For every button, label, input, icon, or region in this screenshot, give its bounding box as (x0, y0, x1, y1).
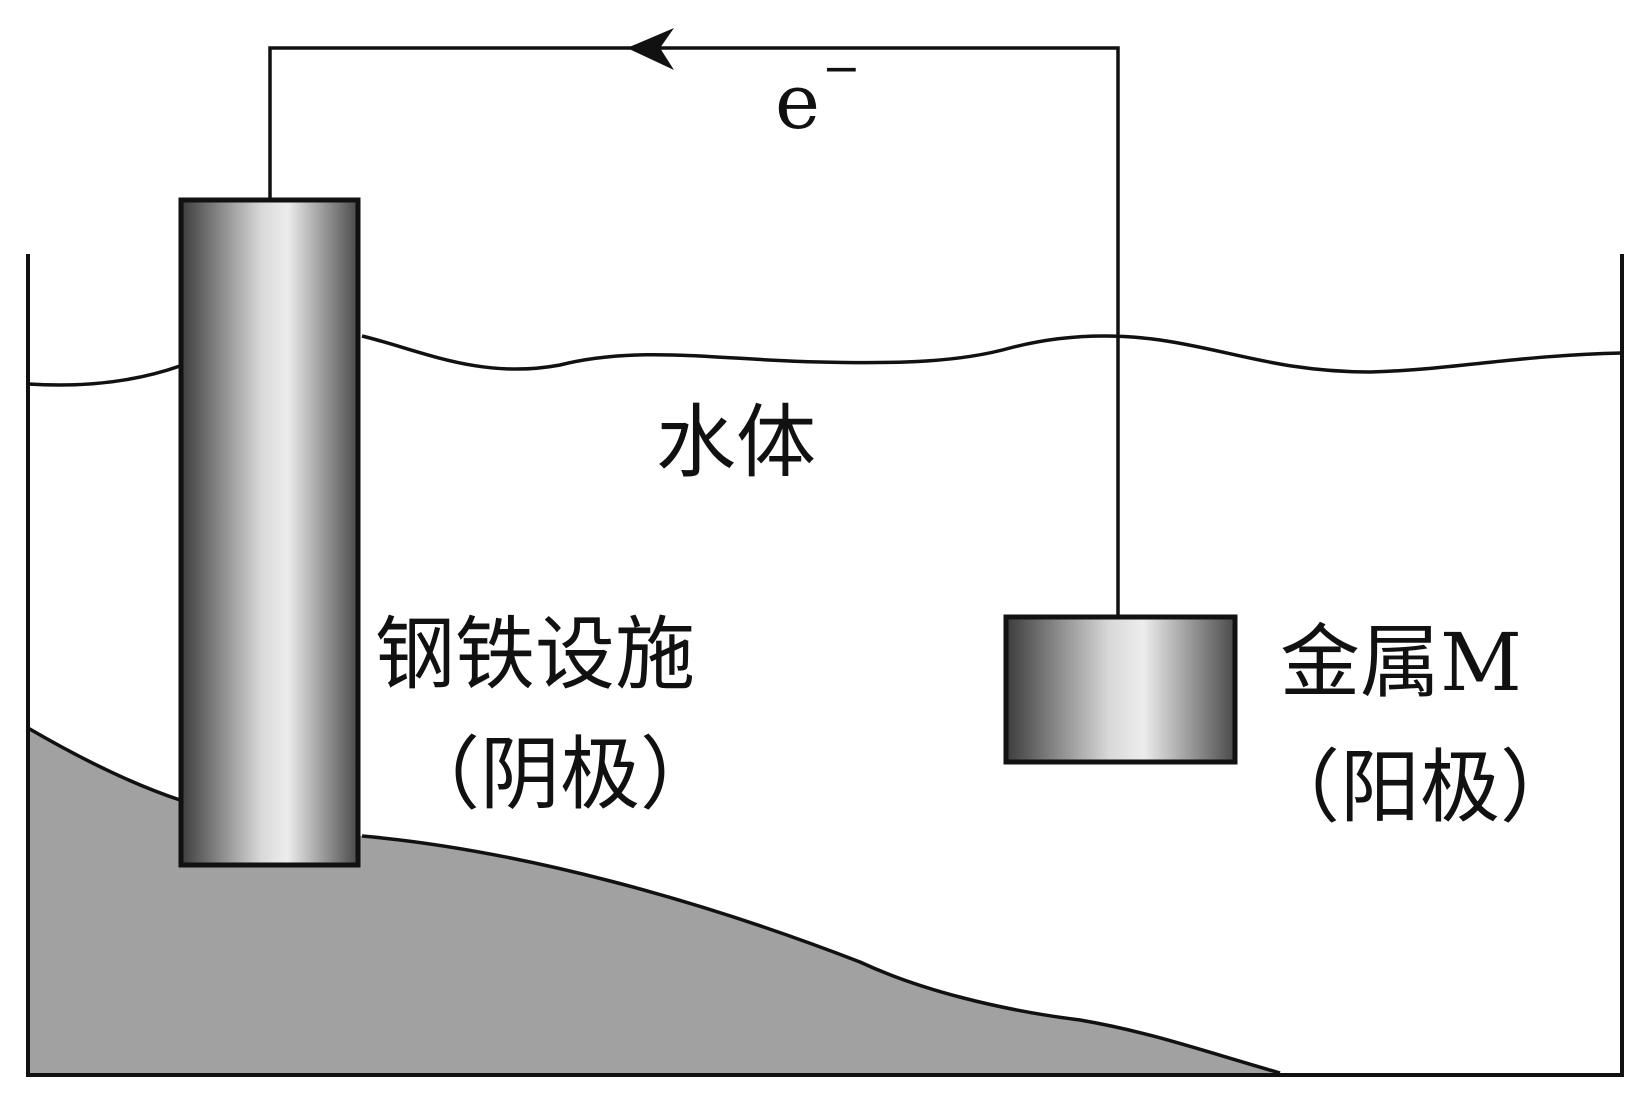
water-label: 水体 (656, 396, 816, 489)
electron-flow-arrow (627, 28, 674, 70)
metal-m-label: 金属M (1280, 616, 1522, 709)
metal-m-electrode (1003, 614, 1238, 765)
cathode-label: （阴极） (400, 728, 720, 821)
electron-label: e (775, 57, 820, 146)
anode-label: （阳极） (1260, 741, 1580, 834)
sediment-boundary (27, 726, 1281, 1075)
water-surface (27, 334, 1623, 387)
sediment-layer (28, 728, 1280, 1073)
steel-facility-electrode (178, 197, 361, 868)
container-outline (26, 254, 1624, 1077)
external-wire (268, 46, 1120, 616)
electron-charge-label: − (822, 41, 861, 95)
steel-facility-label: 钢铁设施 (375, 608, 695, 701)
